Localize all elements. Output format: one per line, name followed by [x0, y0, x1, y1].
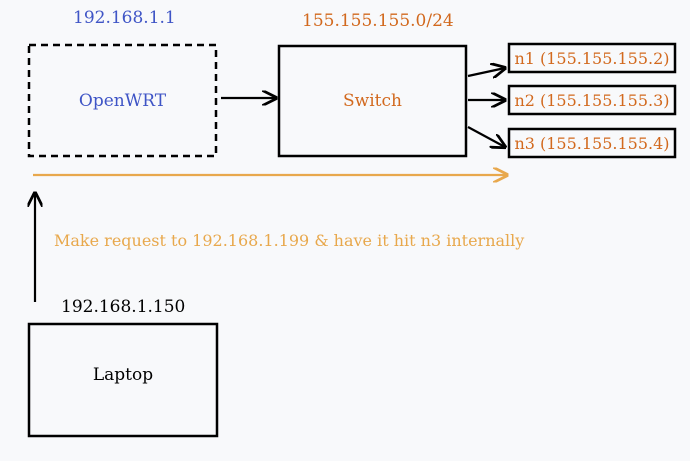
subnet-label: 155.155.155.0/24: [302, 11, 454, 31]
switch-to-n1-arrow: [467, 68, 505, 76]
node-n2-label: n2 (155.155.155.3): [514, 90, 670, 110]
laptop-ip-label: 192.168.1.150: [61, 297, 186, 317]
router-ip-label: 192.168.1.1: [73, 8, 176, 28]
request-annotation: Make request to 192.168.1.199 & have it …: [54, 231, 525, 250]
node-n1-label: n1 (155.155.155.2): [514, 48, 670, 68]
switch-label: Switch: [343, 91, 402, 111]
openwrt-box: [27, 43, 218, 158]
openwrt-label: OpenWRT: [78, 90, 167, 111]
node-n2-box: [507, 84, 677, 116]
laptop-box: [27, 322, 219, 438]
node-n3-label: n3 (155.155.155.4): [514, 133, 670, 153]
node-n1-box: [507, 42, 677, 74]
laptop-label: Laptop: [92, 365, 154, 385]
switch-box: [277, 44, 468, 158]
switch-to-n3-arrow: [467, 126, 505, 147]
